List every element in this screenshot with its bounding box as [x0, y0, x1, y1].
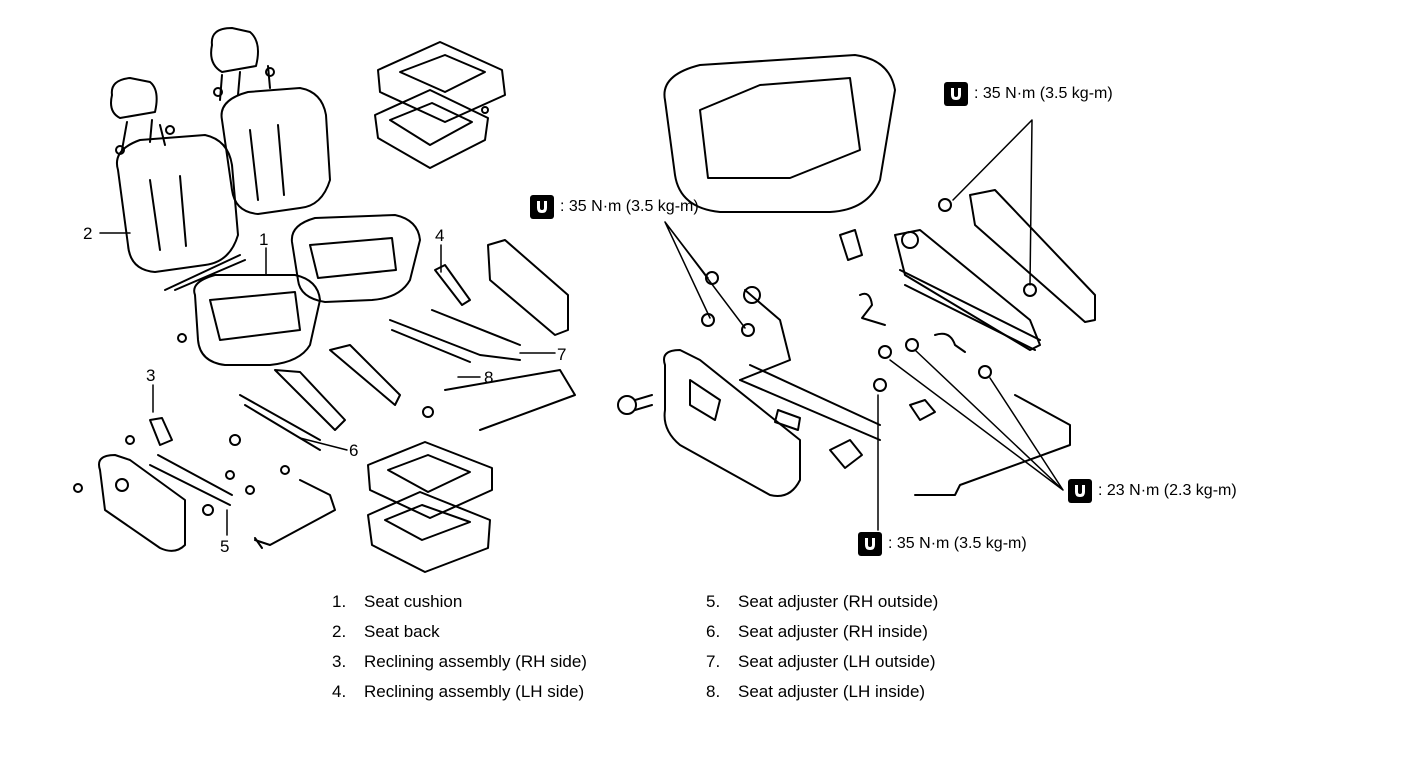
legend-item: 6.Seat adjuster (RH inside) [706, 622, 928, 641]
callout-8: 8 [484, 368, 494, 387]
seat-cushion-large [663, 54, 896, 213]
torque-spec-top-right: : 35 N·m (3.5 kg-m) [944, 82, 1113, 106]
callout-4: 4 [435, 226, 445, 245]
legend-item: 2.Seat back [332, 622, 440, 641]
bolt-torque-icon [858, 532, 882, 556]
callout-5: 5 [220, 537, 230, 556]
torque-spec-bottom-center: : 35 N·m (3.5 kg-m) [858, 532, 1027, 556]
callout-6: 6 [349, 441, 359, 460]
leader-lines [99, 119, 1064, 536]
parts-legend-right: 5.Seat adjuster (RH outside) 6.Seat adju… [706, 587, 938, 707]
legend-item: 8.Seat adjuster (LH inside) [706, 682, 926, 701]
legend-item: 5.Seat adjuster (RH outside) [706, 592, 939, 611]
callout-2: 2 [83, 224, 93, 243]
seat-frame-pans-top [374, 41, 506, 169]
seat-cushion-center [290, 214, 421, 303]
legend-item: 4.Reclining assembly (LH side) [332, 682, 585, 701]
torque-spec-right: : 23 N·m (2.3 kg-m) [1068, 479, 1237, 503]
callout-7: 7 [557, 345, 567, 364]
legend-item: 1.Seat cushion [332, 592, 463, 611]
left-adjusters [73, 239, 576, 552]
torque-value: : 35 N·m (3.5 kg-m) [888, 535, 1027, 552]
bolt-torque-icon [530, 195, 554, 219]
legend-item: 7.Seat adjuster (LH outside) [706, 652, 936, 671]
seat-frame-pans-bottom [367, 441, 493, 573]
callout-3: 3 [146, 366, 156, 385]
right-adjusters [617, 189, 1096, 497]
callout-1: 1 [259, 230, 269, 249]
bolt-torque-icon [944, 82, 968, 106]
torque-value: : 23 N·m (2.3 kg-m) [1098, 482, 1237, 499]
seat-back-left [110, 77, 246, 291]
torque-spec-middle-left: : 35 N·m (3.5 kg-m) [530, 195, 699, 219]
torque-value: : 35 N·m (3.5 kg-m) [974, 85, 1113, 102]
parts-legend-left: 1.Seat cushion 2.Seat back 3.Reclining a… [332, 587, 587, 707]
bolt-torque-icon [1068, 479, 1092, 503]
torque-value: : 35 N·m (3.5 kg-m) [560, 198, 699, 215]
seat-cushion-left [177, 274, 321, 366]
legend-item: 3.Reclining assembly (RH side) [332, 652, 587, 671]
seat-back-right [210, 27, 331, 215]
